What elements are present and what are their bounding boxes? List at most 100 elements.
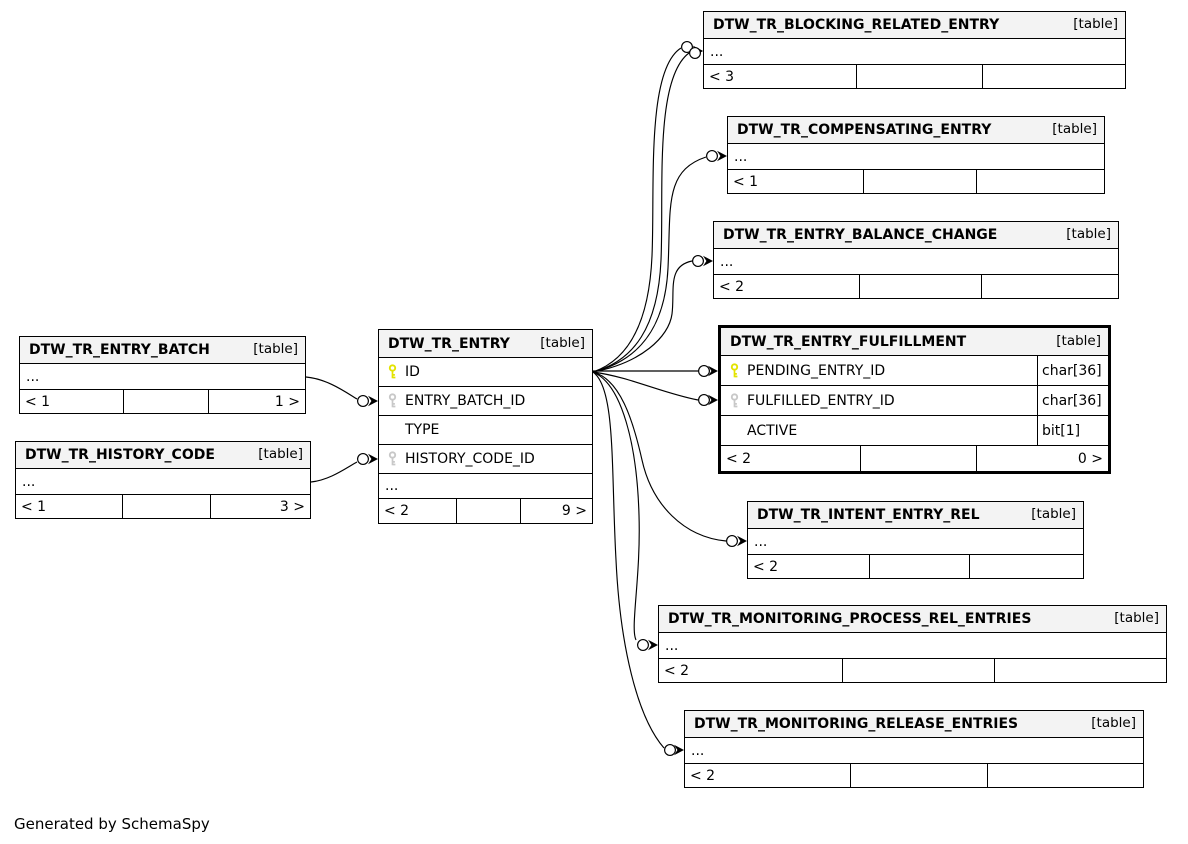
- hidden-columns-row: ...: [685, 738, 1143, 764]
- column-name: HISTORY_CODE_ID: [405, 451, 535, 467]
- relationship-edge-history-code-to-entry: [310, 461, 358, 483]
- footer-children-count: [976, 170, 1104, 193]
- footer-spacer-cell: [122, 390, 209, 413]
- table-node-monitoring-process-rel-entries[interactable]: DTW_TR_MONITORING_PROCESS_REL_ENTRIES[ta…: [658, 605, 1167, 683]
- footer-parents-count: < 2: [719, 278, 745, 295]
- table-type-badge: [table]: [1031, 506, 1076, 523]
- hidden-columns-row: ...: [714, 249, 1118, 275]
- column-row-pending_entry_id: PENDING_ENTRY_ID char[36]: [721, 356, 1108, 386]
- table-type-badge: [table]: [1073, 16, 1118, 33]
- table-type-badge: [table]: [253, 341, 298, 358]
- column-name: ...: [691, 742, 705, 759]
- footer-parents-count: < 3: [709, 68, 735, 85]
- footer-children-count: [981, 65, 1125, 88]
- footer-children-count: 1 >: [208, 390, 305, 413]
- edge-arrowhead-icon: [674, 744, 684, 756]
- relationship-edge-entry-to-monitoring-release-entries: [592, 371, 665, 749]
- edge-arrowhead-icon: [368, 453, 378, 465]
- table-name[interactable]: DTW_TR_MONITORING_RELEASE_ENTRIES: [694, 716, 1019, 732]
- relationship-edge-entry-to-blocking-related-entry-1: [592, 47, 682, 373]
- edge-circle-terminator-icon: [706, 150, 718, 162]
- table-footer: < 2: [685, 764, 1143, 787]
- footer-parents-count: < 1: [25, 393, 51, 410]
- foreign-key-icon: [387, 393, 398, 409]
- table-header: DTW_TR_COMPENSATING_ENTRY [table]: [728, 117, 1104, 144]
- table-type-badge: [table]: [1052, 121, 1097, 138]
- table-footer: < 2: [714, 275, 1118, 298]
- table-footer: < 2: [659, 659, 1166, 682]
- edge-circle-terminator-icon: [357, 395, 369, 407]
- footer-children-count: [993, 659, 1166, 682]
- table-header: DTW_TR_MONITORING_PROCESS_REL_ENTRIES[ta…: [659, 606, 1166, 633]
- table-name[interactable]: DTW_TR_INTENT_ENTRY_REL: [757, 507, 980, 523]
- column-name: TYPE: [405, 422, 440, 438]
- footer-spacer-cell: [455, 499, 520, 523]
- column-name: ...: [26, 368, 40, 385]
- table-node-entry[interactable]: DTW_TR_ENTRY[table] ID ENTRY_BATCH_ID TYPE H…: [378, 329, 593, 524]
- table-header: DTW_TR_ENTRY[table]: [379, 330, 592, 358]
- table-node-entry-balance-change[interactable]: DTW_TR_ENTRY_BALANCE_CHANGE[table]... < 2: [713, 221, 1119, 299]
- footer-spacer-cell: [863, 170, 976, 193]
- column-name: ENTRY_BATCH_ID: [405, 393, 526, 409]
- primary-key-icon: [387, 364, 398, 380]
- table-footer: < 1 1 >: [20, 390, 305, 413]
- column-name: ...: [754, 533, 768, 550]
- column-name: FULFILLED_ENTRY_ID: [747, 392, 895, 409]
- table-name[interactable]: DTW_TR_HISTORY_CODE: [25, 447, 215, 463]
- column-name: ...: [734, 148, 748, 165]
- footer-parents-count: < 2: [690, 767, 716, 784]
- table-type-badge: [table]: [258, 446, 303, 463]
- foreign-key-icon: [387, 451, 398, 467]
- edge-circle-terminator-icon: [637, 639, 649, 651]
- table-name[interactable]: DTW_TR_ENTRY_BALANCE_CHANGE: [723, 227, 998, 243]
- table-header: DTW_TR_ENTRY_BALANCE_CHANGE[table]: [714, 222, 1118, 249]
- table-type-badge: [table]: [1091, 715, 1136, 732]
- footer-parents-count: < 2: [753, 558, 779, 575]
- column-row-type: TYPE: [379, 416, 592, 445]
- table-node-entry-batch[interactable]: DTW_TR_ENTRY_BATCH [table]... < 1 1 >: [19, 336, 306, 414]
- edge-circle-terminator-icon: [692, 255, 704, 267]
- table-header: DTW_TR_ENTRY_FULFILLMENT[table]: [721, 328, 1108, 356]
- table-node-compensating-entry[interactable]: DTW_TR_COMPENSATING_ENTRY [table]... < 1: [727, 116, 1105, 194]
- edge-circle-terminator-icon: [726, 535, 738, 547]
- edge-circle-terminator-icon: [698, 394, 710, 406]
- table-node-intent-entry-rel[interactable]: DTW_TR_INTENT_ENTRY_REL [table]... < 2: [747, 501, 1084, 579]
- relationship-edge-entry-to-compensating-entry: [592, 156, 707, 373]
- footer-parents-count: < 2: [664, 662, 690, 679]
- table-name[interactable]: DTW_TR_ENTRY_FULFILLMENT: [730, 333, 967, 350]
- table-header: DTW_TR_ENTRY_BATCH [table]: [20, 337, 305, 364]
- table-name[interactable]: DTW_TR_MONITORING_PROCESS_REL_ENTRIES: [668, 611, 1032, 627]
- table-header: DTW_TR_MONITORING_RELEASE_ENTRIES [table]: [685, 711, 1143, 738]
- column-name: ...: [710, 43, 724, 60]
- column-name: ...: [665, 637, 679, 654]
- relationship-edge-entry-to-monitoring-process-rel-entries: [592, 371, 640, 641]
- primary-key-icon: [729, 362, 740, 379]
- relationship-edge-entry-to-blocking-related-entry-2: [592, 52, 690, 373]
- edge-arrowhead-icon: [708, 365, 718, 377]
- edge-circle-terminator-icon: [357, 453, 369, 465]
- table-header: DTW_TR_INTENT_ENTRY_REL [table]: [748, 502, 1083, 529]
- column-type: char[36]: [1037, 356, 1108, 385]
- relationship-edge-entry-batch-to-entry: [305, 376, 358, 400]
- footer-children-count: 0 >: [976, 446, 1108, 471]
- table-name[interactable]: DTW_TR_ENTRY_BATCH: [29, 342, 210, 358]
- table-footer: < 1: [728, 170, 1104, 193]
- column-name: ID: [405, 364, 420, 380]
- table-name[interactable]: DTW_TR_BLOCKING_RELATED_ENTRY: [713, 17, 1000, 33]
- table-node-entry-fulfillment[interactable]: DTW_TR_ENTRY_FULFILLMENT[table]PENDING_E…: [718, 325, 1111, 474]
- table-node-blocking-related-entry[interactable]: DTW_TR_BLOCKING_RELATED_ENTRY [table]... <…: [703, 11, 1126, 89]
- relationship-edge-entry-to-fulfillment-fulfilled: [592, 371, 699, 401]
- table-name[interactable]: DTW_TR_COMPENSATING_ENTRY: [737, 122, 992, 138]
- column-name: PENDING_ENTRY_ID: [747, 362, 886, 379]
- table-name[interactable]: DTW_TR_ENTRY: [388, 335, 510, 352]
- footer-children-count: 9 >: [519, 499, 592, 523]
- footer-children-count: [987, 764, 1143, 787]
- table-node-monitoring-release-entries[interactable]: DTW_TR_MONITORING_RELEASE_ENTRIES [table]…: [684, 710, 1144, 788]
- footer-children-count: [969, 555, 1083, 578]
